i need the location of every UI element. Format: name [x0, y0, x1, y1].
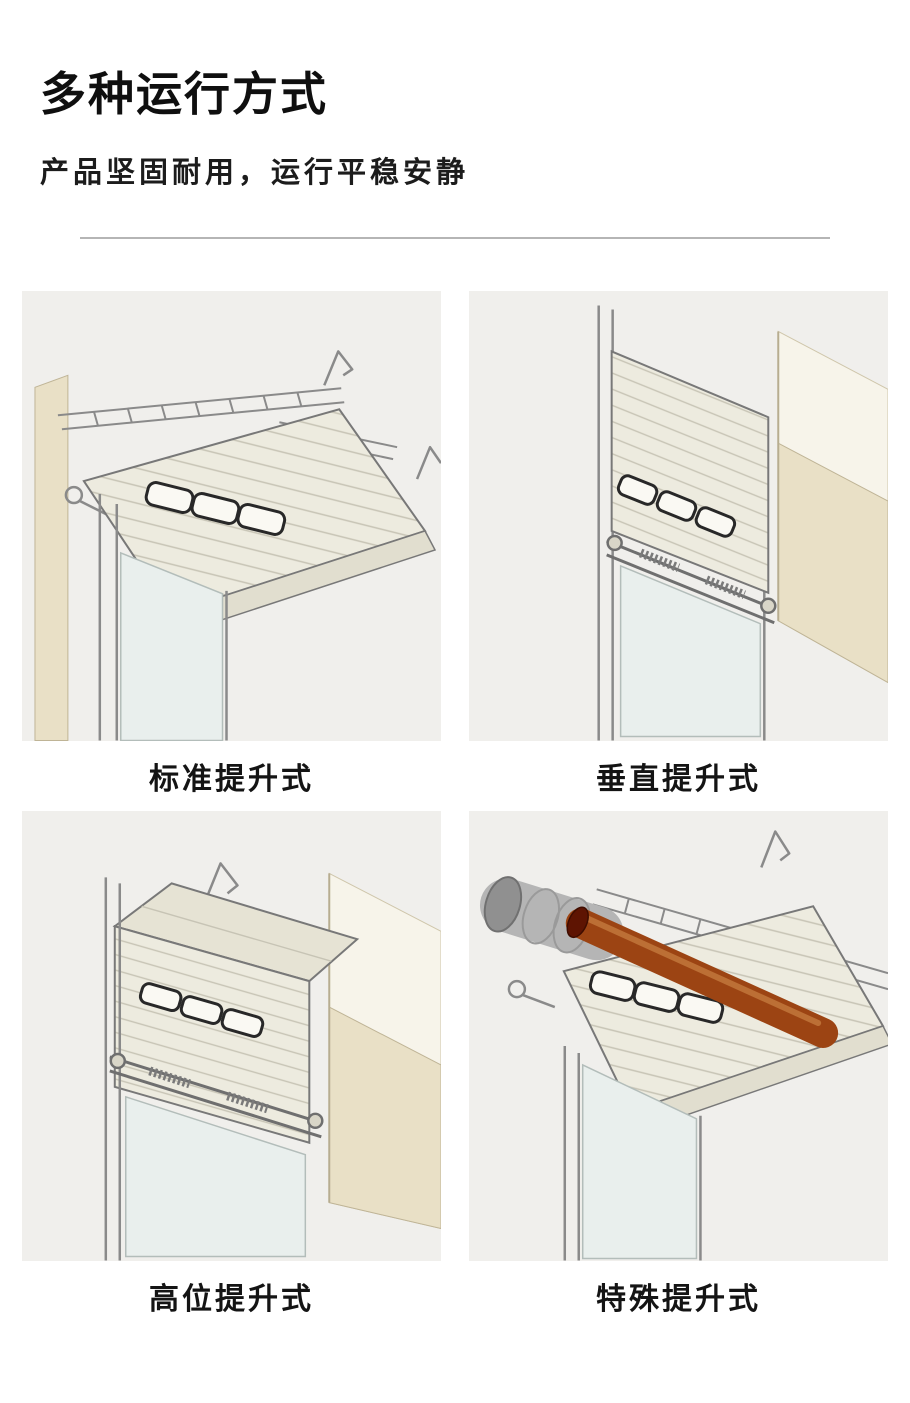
panel-vertical-lift: 垂直提升式: [469, 290, 888, 811]
panel-standard-lift: 标准提升式: [22, 290, 441, 811]
header-divider: [80, 236, 830, 239]
product-page: 多种运行方式 产品坚固耐用，运行平稳安静: [0, 0, 910, 1331]
vertical-lift-illustration: [469, 290, 888, 741]
special-lift-illustration: [469, 810, 888, 1261]
page-header: 多种运行方式 产品坚固耐用，运行平稳安静: [0, 0, 910, 239]
high-lift-drawing-icon: [104, 861, 441, 1261]
page-title: 多种运行方式: [40, 68, 328, 120]
vertical-lift-drawing-icon: [597, 305, 888, 741]
page-subtitle: 产品坚固耐用，运行平稳安静: [40, 156, 470, 189]
special-lift-drawing-icon: [479, 829, 888, 1261]
panel-grid: 标准提升式: [22, 290, 888, 1331]
pipe-obstacle-icon: [565, 906, 839, 1048]
panel-high-lift: 高位提升式: [22, 810, 441, 1331]
standard-lift-illustration: [22, 290, 441, 741]
caption-high-lift: 高位提升式: [149, 1282, 314, 1316]
standard-lift-drawing-icon: [34, 349, 441, 741]
caption-special-lift: 特殊提升式: [596, 1282, 761, 1316]
panel-special-lift: 特殊提升式: [469, 810, 888, 1331]
caption-vertical-lift: 垂直提升式: [596, 762, 761, 796]
high-lift-illustration: [22, 810, 441, 1261]
caption-standard-lift: 标准提升式: [149, 762, 314, 796]
